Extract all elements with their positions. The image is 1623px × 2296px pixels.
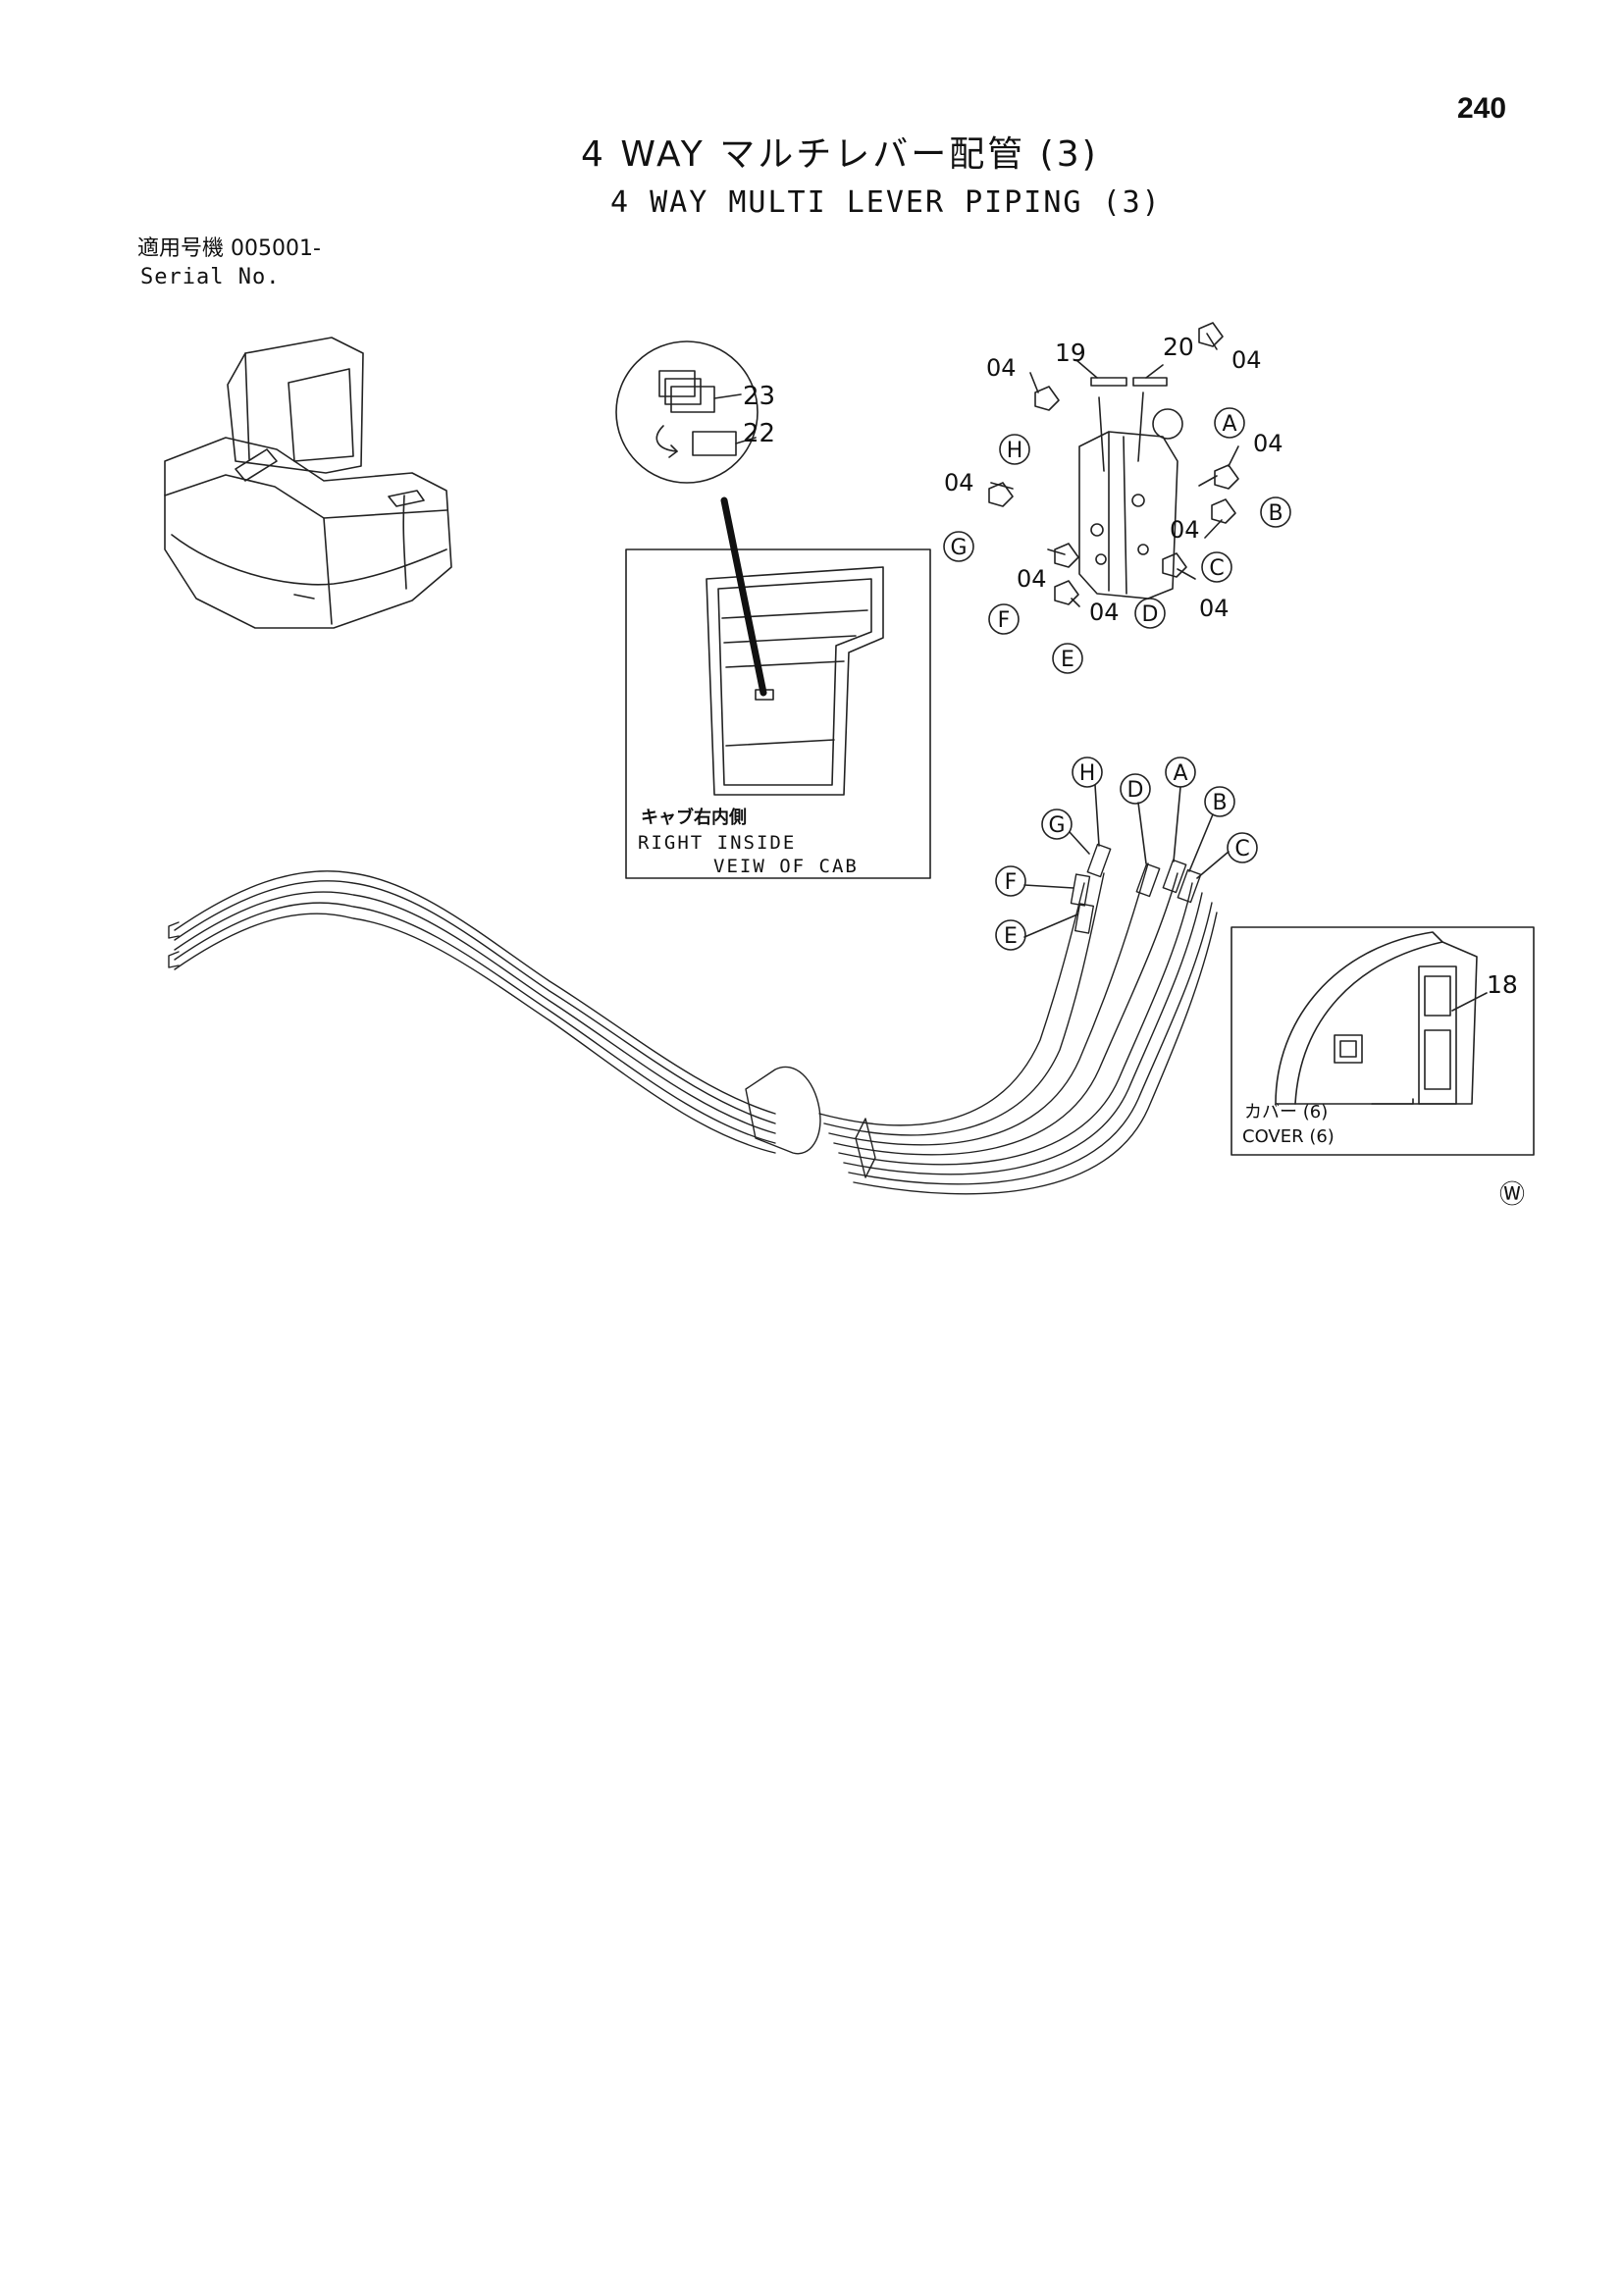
callout-19: 19 [1055, 339, 1086, 367]
callout-04: 04 [944, 469, 974, 496]
port-label-a: A [1222, 412, 1236, 437]
cab-inset [615, 340, 931, 879]
page-title: 4 WAY MULTI LEVER PIPING (3) [610, 185, 1162, 220]
cover-inset [1230, 926, 1535, 1156]
hose-label-e: E [1004, 924, 1018, 949]
cover-inset-label-japanese: カバー (6) [1244, 1102, 1329, 1122]
port-label-c: C [1209, 556, 1224, 581]
corner-mark: Ⓦ [1499, 1180, 1526, 1210]
hose-label-c: C [1234, 837, 1249, 861]
callout-23: 23 [743, 382, 775, 411]
pilot-valve [988, 322, 1239, 607]
hose-label-g: G [1048, 813, 1065, 838]
callout-04: 04 [1253, 430, 1283, 457]
port-label-f: F [998, 608, 1011, 633]
hose-label-a: A [1173, 761, 1187, 786]
cab-inset-label-japanese: キャブ右内側 [641, 808, 747, 828]
valve-port-bubbles: A B C D E F G H [943, 407, 1291, 674]
cab-inset-frame [625, 548, 931, 879]
hose-bundle [168, 843, 1218, 1195]
callout-04: 04 [1089, 599, 1120, 626]
callout-18: 18 [1487, 970, 1518, 999]
hose-port-bubbles: H D A B G C F E [995, 757, 1258, 951]
callout-04: 04 [986, 354, 1017, 382]
serial-label: Serial No. [140, 265, 281, 289]
port-label-h: H [1007, 439, 1023, 463]
cover-inset-label: COVER (6) [1242, 1126, 1335, 1147]
serial-label-japanese: 適用号機 005001- [137, 236, 321, 261]
page-title-japanese: 4 WAY マルチレバー配管 (3) [581, 134, 1099, 175]
decal-magnifier [615, 340, 759, 484]
cab-inset-label-line1: RIGHT INSIDE [638, 832, 797, 854]
excavator-thumbnail [164, 337, 452, 629]
hose-label-d: D [1127, 778, 1144, 803]
hose-label-h: H [1079, 761, 1096, 786]
callout-04: 04 [1017, 565, 1047, 593]
cover-inset-frame [1230, 926, 1535, 1156]
hose-label-f: F [1005, 870, 1018, 895]
callout-20: 20 [1163, 333, 1194, 361]
callout-22: 22 [743, 419, 775, 448]
port-label-e: E [1061, 648, 1074, 672]
callout-04: 04 [1170, 516, 1200, 544]
port-label-d: D [1142, 602, 1159, 627]
hose-label-b: B [1212, 791, 1227, 815]
page-number: 240 [1457, 92, 1507, 125]
cab-inset-label-line2: VEIW OF CAB [713, 856, 859, 877]
callout-04: 04 [1199, 595, 1230, 622]
port-label-b: B [1268, 501, 1283, 526]
callout-04: 04 [1231, 346, 1262, 374]
port-label-g: G [950, 536, 967, 560]
